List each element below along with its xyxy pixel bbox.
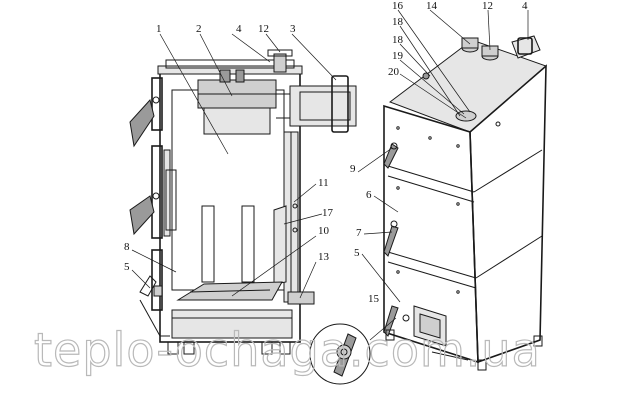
callout-5-left: 5 xyxy=(124,261,130,273)
watermark: teplo-ochaga.com.ua xyxy=(34,323,541,377)
callout-16: 16 xyxy=(392,0,404,12)
callout-15: 15 xyxy=(368,293,380,305)
callout-8: 8 xyxy=(124,241,130,253)
callout-13: 13 xyxy=(318,251,330,263)
callout-18-b: 18 xyxy=(392,34,404,46)
callout-19: 19 xyxy=(392,50,404,62)
sectional-view xyxy=(129,49,357,355)
panel-rivets xyxy=(396,126,460,294)
callout-4-right: 4 xyxy=(522,0,528,12)
callout-numbers: 1 2 4 12 3 11 17 10 13 8 5 16 14 12 4 18… xyxy=(124,0,528,305)
callout-17: 17 xyxy=(322,207,334,219)
callout-4-left: 4 xyxy=(236,23,242,35)
callout-3: 3 xyxy=(290,23,296,35)
callout-12-right: 12 xyxy=(482,0,493,12)
callout-18-a: 18 xyxy=(392,16,404,28)
detail-magnifier xyxy=(309,317,397,385)
callout-14: 14 xyxy=(426,0,438,12)
callout-9: 9 xyxy=(350,163,356,175)
callout-2: 2 xyxy=(196,23,202,35)
callout-5-right: 5 xyxy=(354,247,360,259)
callout-7: 7 xyxy=(356,227,362,239)
isometric-view xyxy=(383,35,547,371)
callout-6: 6 xyxy=(366,189,372,201)
leader-lines xyxy=(131,9,529,303)
callout-10: 10 xyxy=(318,225,330,237)
callout-12-left: 12 xyxy=(258,23,269,35)
callout-1: 1 xyxy=(156,23,162,35)
callout-11: 11 xyxy=(318,177,329,189)
callout-20: 20 xyxy=(388,66,400,78)
